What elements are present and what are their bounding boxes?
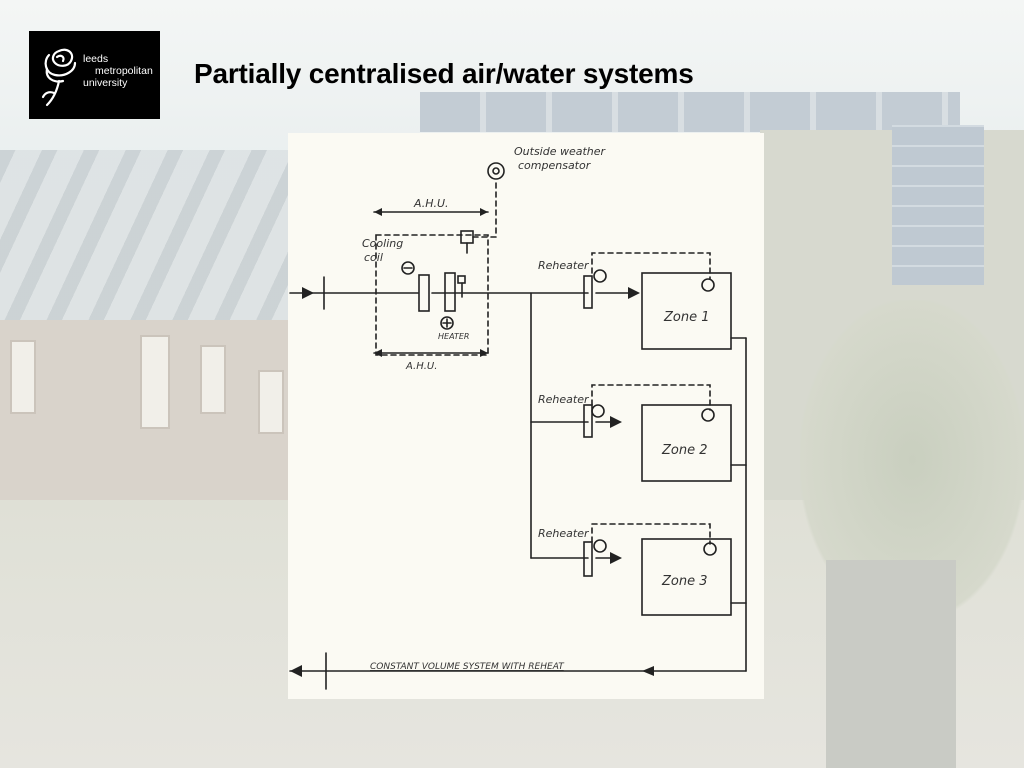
cooling-coil-label-line1: Cooling (362, 237, 403, 250)
system-caption: CONSTANT VOLUME SYSTEM WITH REHEAT (370, 662, 565, 672)
thermostat-zone3 (703, 542, 717, 556)
background-window (258, 370, 284, 434)
background-window (140, 335, 170, 429)
thermostat-zone2 (701, 408, 715, 422)
zone-1-box (641, 272, 732, 350)
compensator-label-line2: compensator (518, 159, 592, 172)
reheater-2 (583, 404, 593, 438)
arrow-ahu-bottom-left (374, 349, 382, 357)
arrow-zone3 (610, 552, 622, 564)
zone-2-box (641, 404, 732, 482)
arrow-zone1 (628, 287, 640, 299)
arrow-ahu-bottom-right (480, 349, 488, 357)
logo-text-leeds: leeds (83, 53, 109, 65)
cooling-valve (401, 261, 415, 275)
flow-arrows (290, 208, 654, 677)
zone-1-label: Zone 1 (663, 310, 710, 325)
ahu-boundary (375, 234, 489, 356)
reheater-label-3: Reheater (538, 527, 590, 540)
reheater-valve-3 (593, 539, 607, 553)
hvac-schematic: Outside weather compensator A.H.U. A.H.U… (289, 145, 747, 690)
slide-title: Partially centralised air/water systems (194, 58, 694, 89)
university-logo: leeds metropolitan university (29, 31, 160, 119)
zone-3-label: Zone 3 (661, 574, 708, 589)
background-bin (826, 560, 956, 768)
arrow-ahu-top-right (480, 208, 488, 216)
reheater-label-2: Reheater (538, 393, 590, 406)
compensator-label-line1: Outside weather (514, 145, 607, 158)
reheater-3 (583, 541, 593, 577)
ahu-controller (460, 230, 474, 244)
arrow-zone2 (610, 416, 622, 428)
control-loop-zone1 (591, 252, 711, 280)
reheater-valve-2 (591, 404, 605, 418)
background-solar-panels (420, 92, 960, 132)
arrow-return-exit (290, 665, 302, 677)
background-glazed-roof (0, 150, 300, 325)
zone-2-label: Zone 2 (661, 443, 708, 458)
heater-valve (457, 275, 466, 284)
reheater-1 (583, 275, 593, 309)
heater-coil (444, 272, 456, 312)
ahu-label-top: A.H.U. (413, 197, 449, 210)
rose-icon (41, 48, 77, 107)
control-loop-zone2 (591, 384, 711, 411)
compensator-link (472, 178, 497, 238)
compensator-sensor-inner (492, 167, 500, 175)
background-window (200, 345, 226, 414)
background-solar-panels-right (892, 125, 984, 285)
arrow-return (642, 666, 654, 676)
logo-text-metropolitan: metropolitan (95, 65, 153, 77)
background-window (10, 340, 36, 414)
zone-3-box (641, 538, 732, 616)
reheater-valve-1 (593, 269, 607, 283)
arrow-inlet (302, 287, 314, 299)
heater-label: HEATER (438, 332, 469, 341)
logo-text-university: university (83, 77, 128, 89)
hand-drawn-diagram: Outside weather compensator A.H.U. A.H.U… (288, 133, 764, 699)
heater-valve-symbol (440, 316, 454, 330)
reheater-label-1: Reheater (538, 259, 590, 272)
control-loop-zone3 (591, 523, 711, 545)
compensator-sensor-outer (487, 162, 505, 180)
ahu-label-bottom: A.H.U. (405, 361, 437, 372)
cooling-coil (418, 274, 430, 312)
arrow-ahu-top-left (374, 208, 382, 216)
cooling-coil-label-line2: coil (364, 251, 383, 264)
thermostat-zone1 (701, 278, 715, 292)
